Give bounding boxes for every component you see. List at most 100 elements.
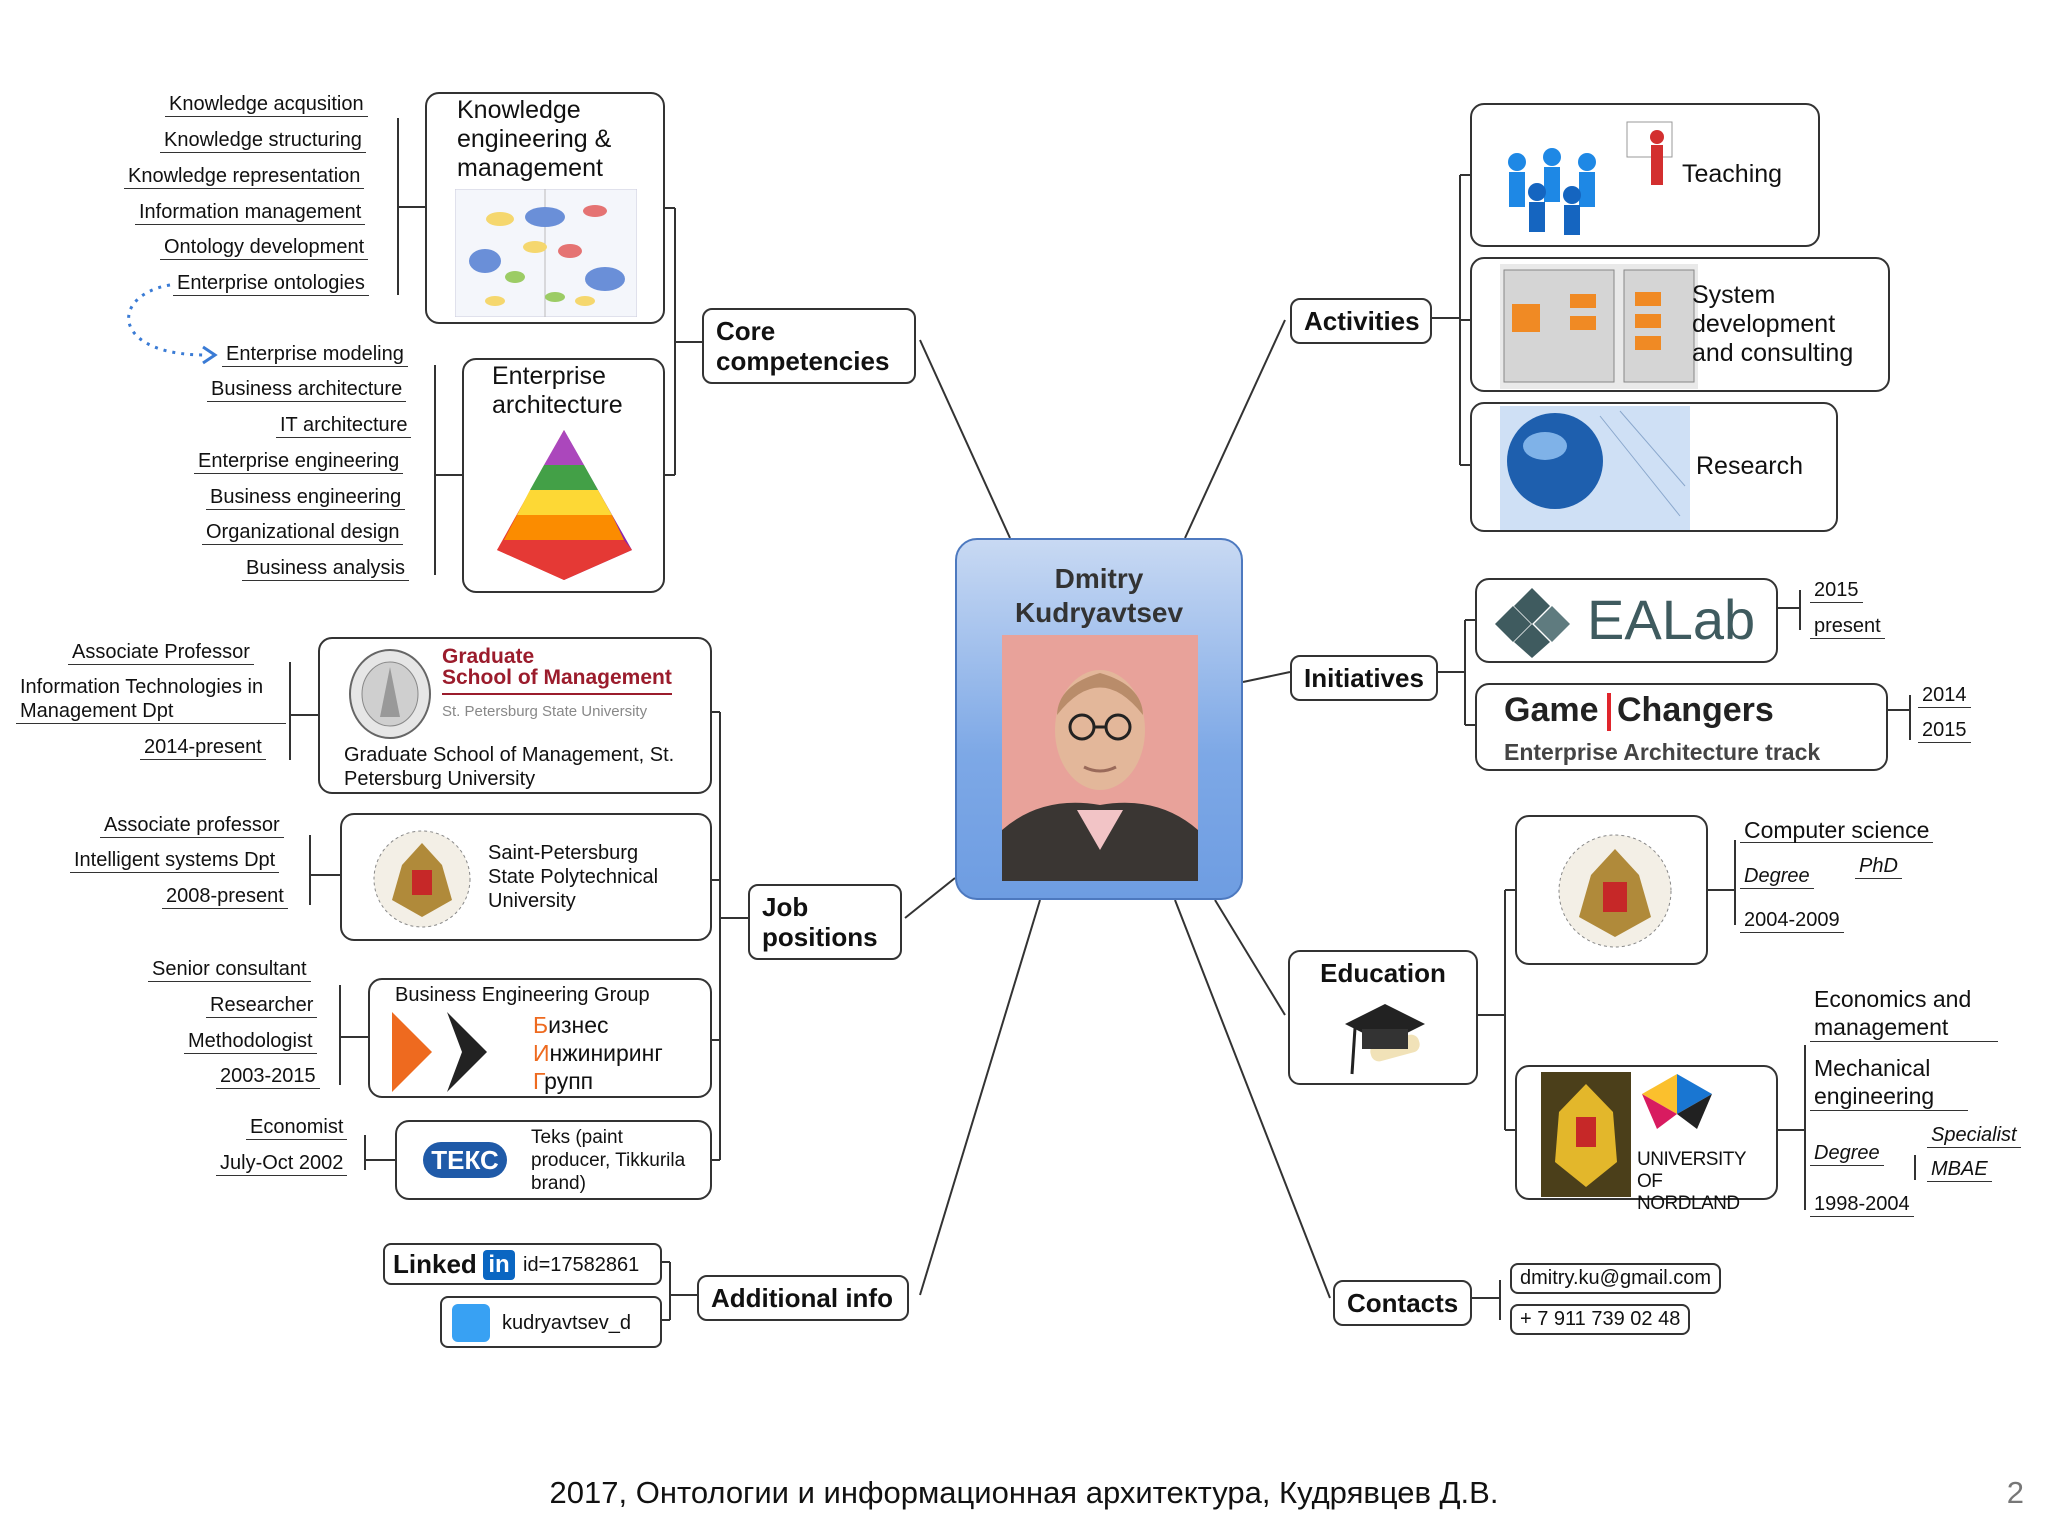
knowledge-diagram-image bbox=[455, 189, 637, 317]
page-number: 2 bbox=[2006, 1475, 2024, 1510]
teks-logo: ТЕКС bbox=[423, 1142, 507, 1178]
gamechangers-game: Game bbox=[1504, 691, 1599, 729]
gamechangers-subtitle: Enterprise Architecture track bbox=[1504, 739, 1821, 765]
ea-item-6: Organizational design bbox=[202, 520, 404, 545]
phone-value[interactable]: + 7 911 739 02 48 bbox=[1510, 1304, 1691, 1335]
gamechangers-card[interactable]: Game Changers Enterprise Architecture tr… bbox=[1475, 683, 1888, 771]
gsom-label-department: Information Technologies in Management D… bbox=[16, 675, 286, 724]
twitter-card[interactable]: kudryavtsev_d bbox=[440, 1296, 662, 1348]
gsom-logo-line1: Graduate bbox=[442, 645, 535, 668]
core-competencies-label: Core competencies bbox=[716, 316, 890, 376]
knowledge-item-3: Knowledge representation bbox=[124, 164, 365, 189]
spec-field-economics: Economics and management bbox=[1810, 985, 1998, 1042]
beg-label-senior: Senior consultant bbox=[148, 957, 311, 982]
twitter-icon bbox=[452, 1304, 490, 1342]
phd-years: 2004-2009 bbox=[1740, 908, 1844, 933]
hub-initiatives[interactable]: Initiatives bbox=[1290, 655, 1438, 701]
phd-university-card[interactable] bbox=[1515, 815, 1708, 965]
hub-activities[interactable]: Activities bbox=[1290, 298, 1432, 344]
ea-item-2: Business architecture bbox=[207, 377, 407, 402]
teks-caption: Teks (paint producer, Tikkurila brand) bbox=[531, 1127, 686, 1194]
gamechangers-year-start: 2014 bbox=[1918, 683, 1971, 708]
knowledge-item-2: Knowledge structuring bbox=[160, 128, 366, 153]
gamechangers-divider bbox=[1607, 693, 1611, 731]
ea-item-4: Enterprise engineering bbox=[194, 449, 404, 474]
gsom-card[interactable]: Graduate School of Management St. Peters… bbox=[318, 637, 712, 794]
spbpu-label-position: Associate professor bbox=[100, 813, 284, 838]
teks-label-years: July-Oct 2002 bbox=[216, 1151, 348, 1176]
enterprise-architecture-card[interactable]: Enterprise architecture bbox=[462, 358, 665, 593]
linkedin-brand: Linked bbox=[393, 1249, 477, 1279]
teaching-icon bbox=[1508, 121, 1673, 235]
ealab-name: EALab bbox=[1587, 588, 1756, 651]
phd-field: Computer science bbox=[1740, 818, 1934, 843]
gsom-emblem-icon bbox=[349, 649, 431, 739]
beg-label-researcher: Researcher bbox=[206, 993, 318, 1018]
beg-label-years: 2003-2015 bbox=[216, 1064, 320, 1089]
last-name: Kudryavtsev bbox=[1014, 597, 1184, 628]
beg-ru-line2: Инжиниринг bbox=[533, 1040, 663, 1066]
teks-card[interactable]: ТЕКС Teks (paint producer, Tikkurila bra… bbox=[395, 1120, 712, 1200]
gsom-label-years: 2014-present bbox=[140, 735, 266, 760]
ea-item-5: Business engineering bbox=[206, 485, 406, 510]
beg-label-methodologist: Methodologist bbox=[184, 1029, 317, 1054]
gamechangers-changers: Changers bbox=[1617, 691, 1774, 729]
ealab-logo-icon bbox=[1495, 588, 1570, 658]
phd-degree-label: Degree bbox=[1740, 865, 1814, 889]
spec-years: 1998-2004 bbox=[1810, 1192, 1914, 1217]
spbpu-emblem-icon bbox=[373, 830, 471, 928]
spec-degree-mbae: MBAE bbox=[1927, 1158, 1992, 1182]
ealab-year-start: 2015 bbox=[1810, 578, 1863, 603]
beg-card[interactable]: Business Engineering Group Бизнес Инжини… bbox=[368, 978, 712, 1098]
specialist-university-card[interactable]: UNIVERSITY OF NORDLAND bbox=[1515, 1065, 1778, 1214]
footer-text: 2017, Онтологии и информационная архитек… bbox=[549, 1475, 1499, 1510]
profile-photo bbox=[1002, 635, 1198, 881]
ea-item-1: Enterprise modeling bbox=[222, 342, 408, 367]
knowledge-item-5: Ontology development bbox=[160, 235, 369, 260]
ea-item-3: IT architecture bbox=[276, 413, 412, 438]
email-value[interactable]: dmitry.ku@gmail.com bbox=[1510, 1263, 1722, 1294]
teaching-label: Teaching bbox=[1682, 160, 1783, 188]
spbpu-label-department: Intelligent systems Dpt bbox=[70, 848, 280, 873]
initiatives-label: Initiatives bbox=[1304, 663, 1424, 693]
gsom-logo-line2: School of Management bbox=[442, 666, 672, 695]
hub-job-positions[interactable]: Job positions bbox=[748, 884, 902, 960]
teaching-card[interactable]: Teaching bbox=[1470, 103, 1820, 247]
additional-info-label: Additional info bbox=[711, 1283, 893, 1313]
ea-item-7: Business analysis bbox=[242, 556, 409, 581]
beg-ru-line1: Бизнес bbox=[533, 1012, 609, 1038]
gsom-logo-line3: St. Petersburg State University bbox=[442, 703, 648, 720]
phd-degree: PhD bbox=[1855, 855, 1902, 879]
twitter-handle: kudryavtsev_d bbox=[502, 1312, 631, 1334]
university-crest-icon bbox=[1541, 1072, 1631, 1197]
job-positions-label: Job positions bbox=[762, 892, 878, 952]
gamechangers-year-end: 2015 bbox=[1918, 718, 1971, 743]
spbpu-label-years: 2008-present bbox=[162, 884, 288, 909]
activities-label: Activities bbox=[1304, 306, 1420, 336]
linkedin-id: id=17582861 bbox=[523, 1254, 640, 1276]
pyramid-icon bbox=[497, 430, 632, 580]
research-label: Research bbox=[1696, 452, 1803, 480]
spbpu-card[interactable]: Saint-Petersburg State Polytechnical Uni… bbox=[340, 813, 712, 941]
contacts-label: Contacts bbox=[1347, 1288, 1459, 1318]
research-card[interactable]: Research bbox=[1470, 402, 1838, 532]
hub-contacts[interactable]: Contacts bbox=[1333, 1280, 1472, 1326]
spec-degree-specialist: Specialist bbox=[1927, 1124, 2021, 1148]
knowledge-item-6: Enterprise ontologies bbox=[173, 271, 369, 296]
spec-degree-label: Degree bbox=[1810, 1142, 1884, 1166]
education-card[interactable]: Education bbox=[1288, 950, 1478, 1085]
research-image bbox=[1500, 406, 1690, 530]
hub-core-competencies[interactable]: Core competencies bbox=[702, 308, 916, 384]
graduation-cap-icon bbox=[1345, 1004, 1425, 1075]
system-diagram-image bbox=[1500, 264, 1698, 389]
education-label: Education bbox=[1320, 958, 1446, 988]
linkedin-card[interactable]: Linked in id=17582861 bbox=[383, 1243, 662, 1285]
system-development-card[interactable]: System development and consulting bbox=[1470, 257, 1890, 392]
enterprise-architecture-title: Enterprise architecture bbox=[492, 362, 623, 419]
gsom-label-position: Associate Professor bbox=[68, 640, 254, 665]
hub-additional-info[interactable]: Additional info bbox=[697, 1275, 909, 1321]
knowledge-engineering-card[interactable]: Knowledge engineering & management bbox=[425, 92, 665, 324]
spec-field-mechanical: Mechanical engineering bbox=[1810, 1054, 1968, 1111]
ealab-card[interactable]: EALab bbox=[1475, 578, 1778, 663]
